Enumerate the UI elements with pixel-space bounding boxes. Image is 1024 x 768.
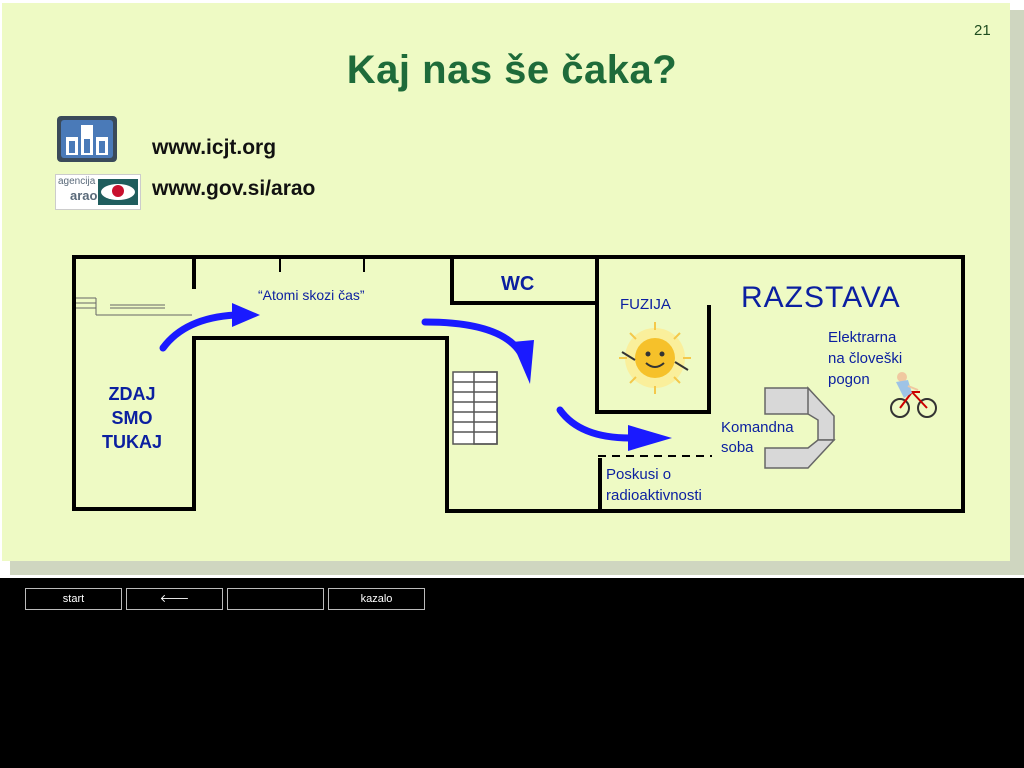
blank-button[interactable]	[227, 588, 324, 610]
icjt-logo-icon	[57, 116, 117, 162]
elektrarna-line: Elektrarna	[828, 329, 897, 346]
poskusi-line: radioaktivnosti	[606, 487, 702, 504]
back-button[interactable]: 🡐	[126, 588, 223, 610]
you-are-here-line: SMO	[111, 408, 153, 428]
link-icjt[interactable]: www.icjt.org	[152, 136, 277, 159]
staircase-icon	[452, 371, 498, 445]
kazalo-button[interactable]: kazalo	[328, 588, 425, 610]
arao-logo-text: arao	[70, 188, 98, 203]
fuzija-label: FUZIJA	[620, 296, 671, 313]
floor-plan	[72, 255, 965, 513]
eye-icon	[98, 179, 138, 205]
slide-canvas	[2, 3, 1010, 561]
link-arao[interactable]: www.gov.si/arao	[152, 177, 316, 200]
komandna-line: Komandna	[721, 419, 794, 436]
control-console-icon	[764, 386, 836, 469]
komandna-line: soba	[721, 439, 754, 456]
komandna-label: Komandna soba	[721, 418, 794, 458]
elektrarna-line: pogon	[828, 371, 870, 388]
slide-navigation: start 🡐 kazalo	[25, 588, 425, 610]
start-button[interactable]: start	[25, 588, 122, 610]
slide-shadow	[10, 561, 1024, 575]
cyclist-icon	[890, 372, 937, 418]
poskusi-label: Poskusi o radioaktivnosti	[606, 464, 702, 506]
razstava-label: RAZSTAVA	[741, 281, 901, 314]
slide-shadow	[1010, 10, 1024, 575]
you-are-here-line: TUKAJ	[101, 432, 162, 452]
atomi-label: “Atomi skozi čas”	[258, 287, 365, 303]
arao-logo-icon: agencija arao	[55, 174, 141, 210]
you-are-here-line: ZDAJ	[108, 384, 156, 404]
sun-icon	[619, 322, 691, 394]
elektrarna-label: Elektrarna na človeški pogon	[828, 327, 902, 390]
slide: 21 Kaj nas še čaka? www.icjt.org agencij…	[0, 0, 1024, 578]
page-number: 21	[974, 22, 991, 39]
elektrarna-line: na človeški	[828, 350, 903, 367]
slide-title: Kaj nas še čaka?	[346, 48, 678, 92]
you-are-here-label: ZDAJ SMO TUKAJ	[86, 382, 178, 454]
poskusi-line: Poskusi o	[606, 466, 672, 483]
arao-logo-text: agencija	[58, 176, 96, 187]
wc-label: WC	[501, 273, 535, 295]
